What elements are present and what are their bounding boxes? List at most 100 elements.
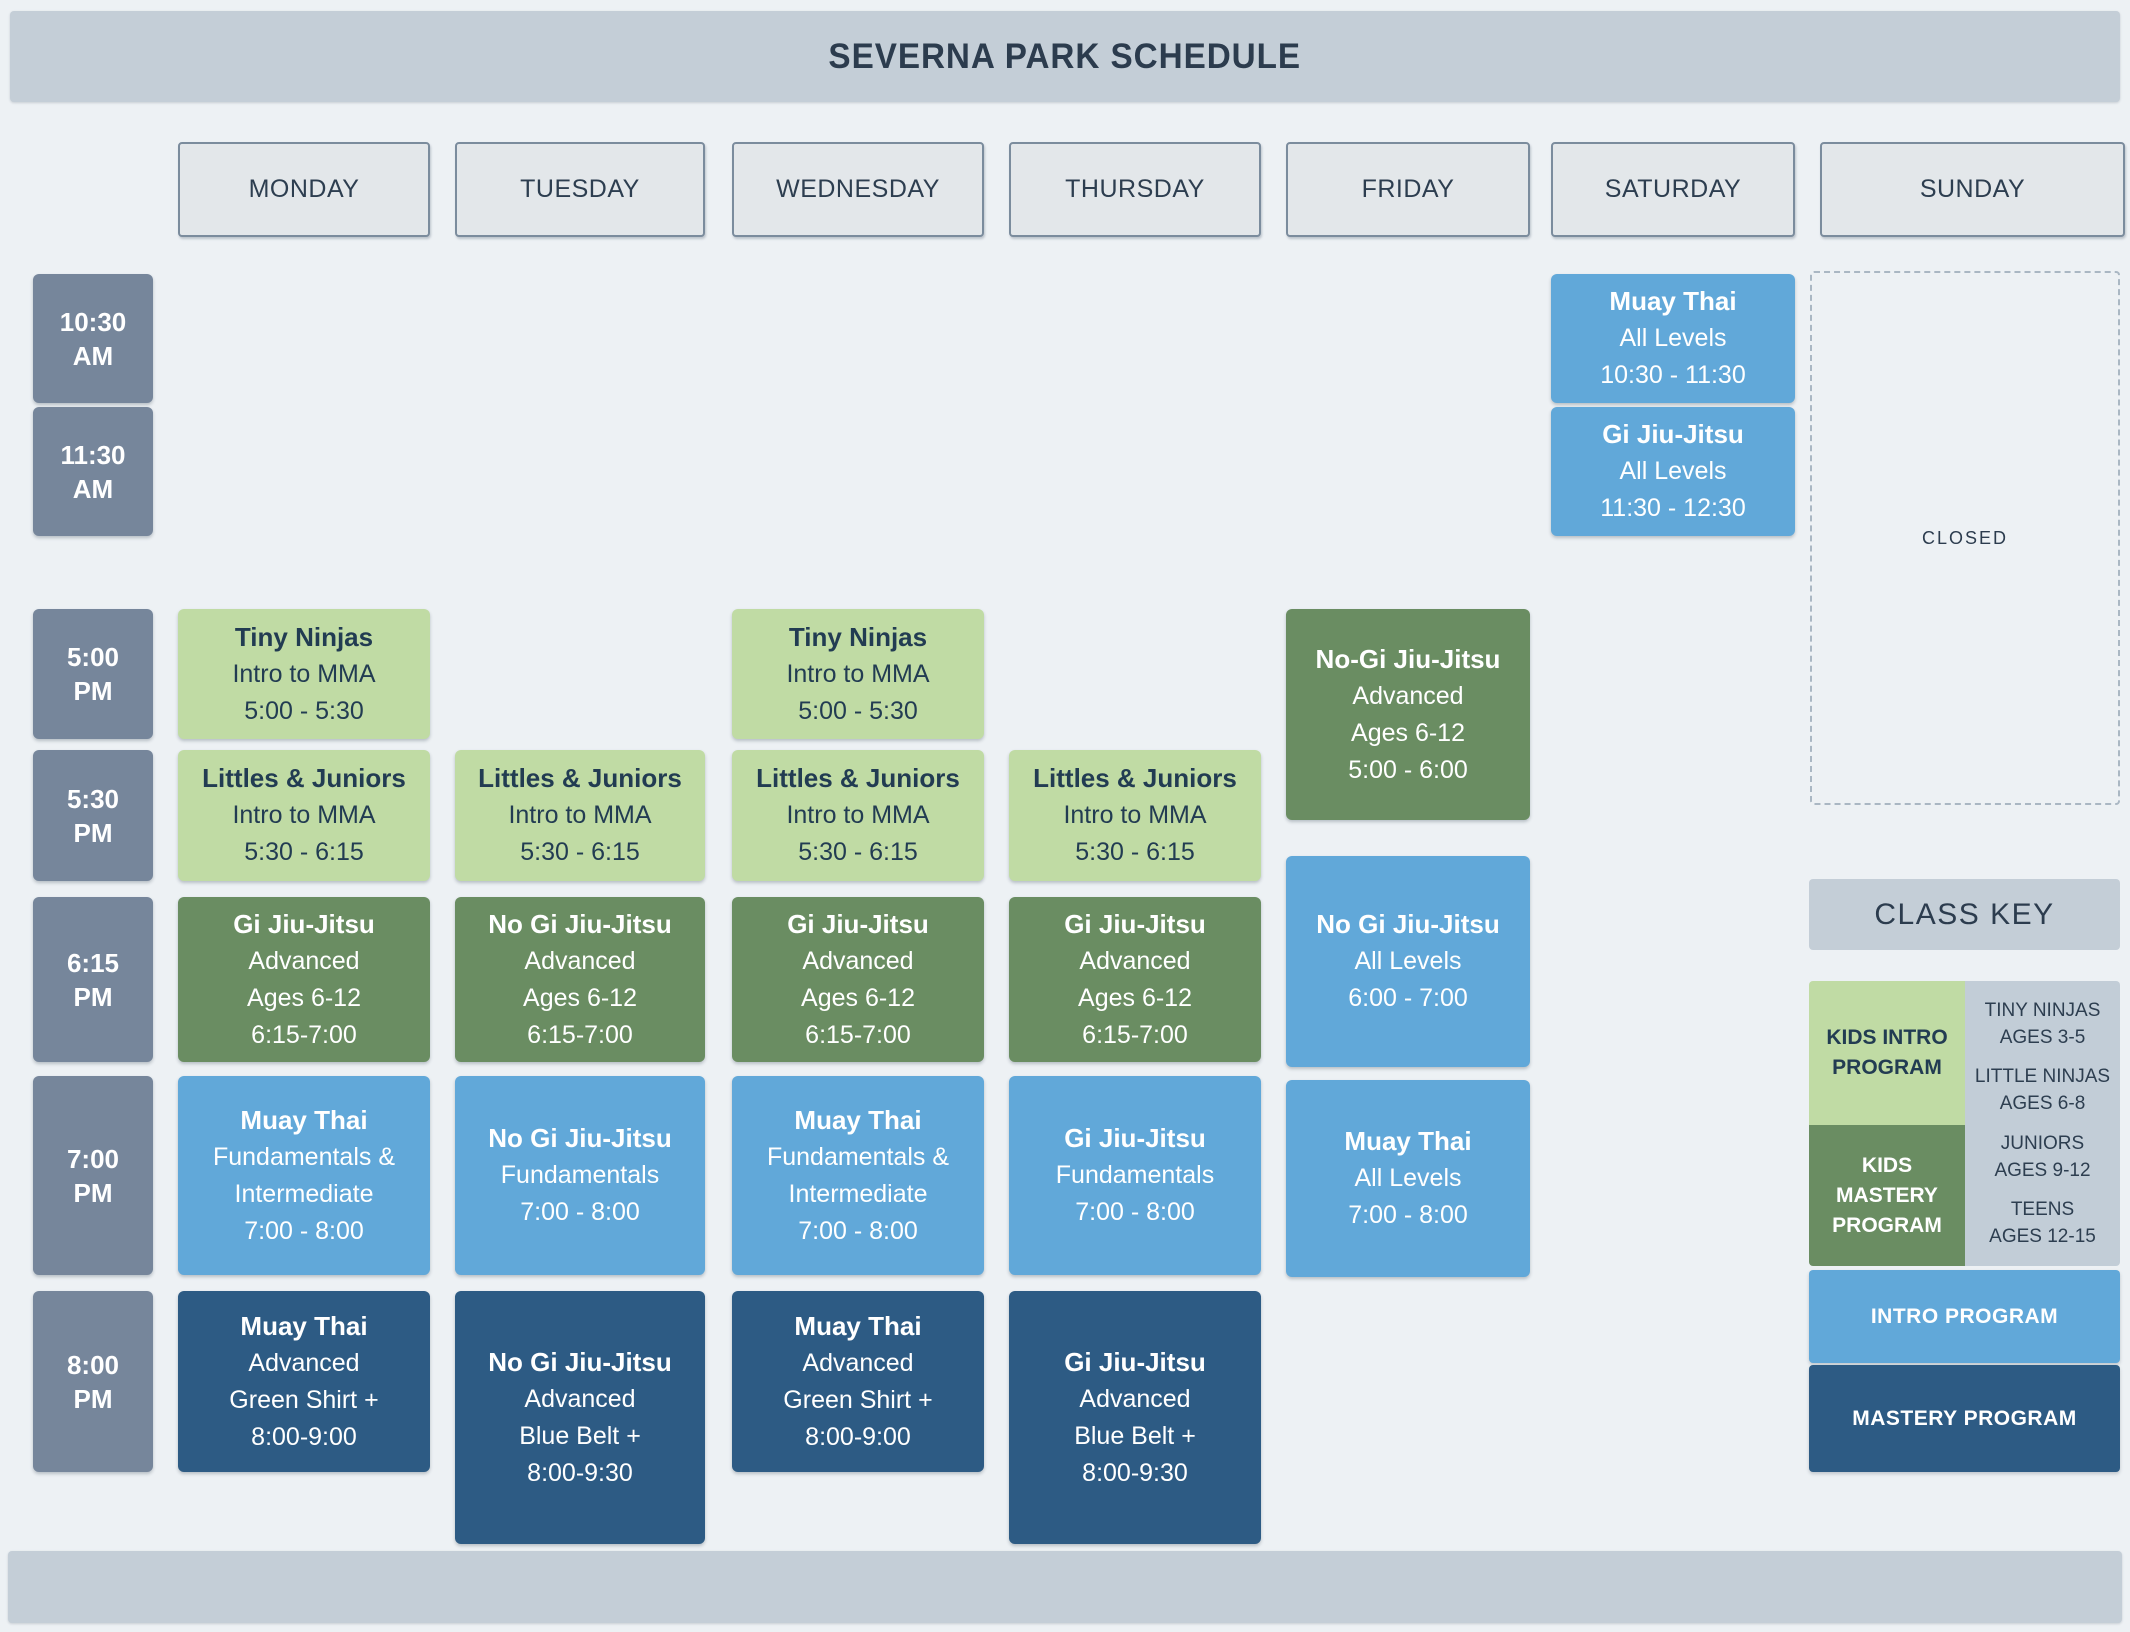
class-ages: Ages 6-12 <box>1351 718 1465 747</box>
class-program: Intro to MMA <box>1063 801 1207 829</box>
class-card-tuesday-littles-juniors: Littles & Juniors Intro to MMA 5:30 - 6:… <box>455 750 705 881</box>
class-time: 6:15-7:00 <box>805 1020 911 1049</box>
sunday-closed-box: CLOSED <box>1810 271 2120 805</box>
time-label-615pm: 6:15 PM <box>33 897 153 1062</box>
class-title: No Gi Jiu-Jitsu <box>488 1123 672 1153</box>
class-time: 7:00 - 8:00 <box>1348 1201 1468 1229</box>
class-card-friday-no-gi-all-levels: No Gi Jiu-Jitsu All Levels 6:00 - 7:00 <box>1286 856 1530 1067</box>
class-level: Advanced <box>248 946 360 975</box>
class-time: 6:15-7:00 <box>1082 1020 1188 1049</box>
class-ages: Ages 6-12 <box>1078 983 1192 1012</box>
class-card-saturday-gi-jiu-jitsu-all-levels: Gi Jiu-Jitsu All Levels 11:30 - 12:30 <box>1551 407 1795 536</box>
class-time: 11:30 - 12:30 <box>1600 494 1746 522</box>
class-title: Littles & Juniors <box>478 763 682 793</box>
class-title: No-Gi Jiu-Jitsu <box>1315 643 1501 674</box>
class-level: Fundamentals <box>500 1161 660 1189</box>
class-time: 5:00 - 6:00 <box>1348 755 1468 784</box>
class-card-thursday-gi-jiu-jitsu-fundamentals: Gi Jiu-Jitsu Fundamentals 7:00 - 8:00 <box>1009 1076 1261 1275</box>
time-label-1130am: 11:30 AM <box>33 407 153 536</box>
class-level: Advanced <box>524 946 636 975</box>
class-card-tuesday-no-gi-advanced-blue-belt: No Gi Jiu-Jitsu Advanced Blue Belt + 8:0… <box>455 1291 705 1544</box>
class-time: 6:15-7:00 <box>251 1020 357 1049</box>
time-label-500pm: 5:00 PM <box>33 609 153 739</box>
title-bar: SEVERNA PARK SCHEDULE <box>10 11 2120 102</box>
class-card-friday-muay-thai-all-levels: Muay Thai All Levels 7:00 - 8:00 <box>1286 1080 1530 1277</box>
age-group-name: TEENS <box>2010 1198 2075 1220</box>
class-title: Gi Jiu-Jitsu <box>1064 1346 1206 1377</box>
class-title: Gi Jiu-Jitsu <box>1602 419 1744 449</box>
age-group-range: AGES 9-12 <box>1994 1159 2091 1181</box>
key-age-groups-panel: TINY NINJAS AGES 3-5 LITTLE NINJAS AGES … <box>1965 981 2120 1266</box>
age-group-name: LITTLE NINJAS <box>1974 1066 2111 1088</box>
age-group-range: AGES 12-15 <box>1989 1225 2096 1247</box>
class-time: 5:30 - 6:15 <box>244 838 364 866</box>
class-level: Fundamentals & <box>212 1142 396 1171</box>
class-card-tuesday-no-gi-fundamentals: No Gi Jiu-Jitsu Fundamentals 7:00 - 8:00 <box>455 1076 705 1275</box>
class-card-monday-tiny-ninjas: Tiny Ninjas Intro to MMA 5:00 - 5:30 <box>178 609 430 739</box>
class-program: Intro to MMA <box>786 801 930 829</box>
class-time: 5:00 - 5:30 <box>244 696 364 725</box>
class-card-thursday-gi-jiu-jitsu-advanced-blue-belt: Gi Jiu-Jitsu Advanced Blue Belt + 8:00-9… <box>1009 1291 1261 1544</box>
class-level: Advanced <box>1079 1384 1191 1413</box>
time-label-800pm: 8:00 PM <box>33 1291 153 1472</box>
class-level: Advanced <box>524 1384 636 1413</box>
class-card-tuesday-no-gi-advanced: No Gi Jiu-Jitsu Advanced Ages 6-12 6:15-… <box>455 897 705 1062</box>
age-group-juniors: JUNIORS AGES 9-12 <box>1969 1130 2116 1184</box>
class-card-wednesday-gi-jiu-jitsu-advanced: Gi Jiu-Jitsu Advanced Ages 6-12 6:15-7:0… <box>732 897 984 1062</box>
class-title: Muay Thai <box>1344 1126 1472 1156</box>
class-level: All Levels <box>1619 457 1727 485</box>
class-title: Tiny Ninjas <box>788 621 928 652</box>
class-program: Intro to MMA <box>508 801 652 829</box>
age-group-name: JUNIORS <box>2000 1132 2085 1154</box>
class-level: All Levels <box>1619 324 1727 352</box>
class-level: Advanced <box>802 946 914 975</box>
class-level: Advanced <box>1079 946 1191 975</box>
class-title: No Gi Jiu-Jitsu <box>1316 909 1500 939</box>
class-title: Gi Jiu-Jitsu <box>1064 908 1206 939</box>
class-time: 7:00 - 8:00 <box>520 1198 640 1226</box>
key-kids-intro-program: KIDS INTRO PROGRAM <box>1809 981 1965 1125</box>
class-card-wednesday-littles-juniors: Littles & Juniors Intro to MMA 5:30 - 6:… <box>732 750 984 881</box>
class-rank: Blue Belt + <box>1074 1421 1196 1450</box>
class-time: 7:00 - 8:00 <box>1075 1198 1195 1226</box>
class-card-saturday-muay-thai-all-levels: Muay Thai All Levels 10:30 - 11:30 <box>1551 274 1795 403</box>
day-header-thursday: THURSDAY <box>1009 142 1261 237</box>
class-time: 6:15-7:00 <box>527 1020 633 1049</box>
class-card-monday-littles-juniors: Littles & Juniors Intro to MMA 5:30 - 6:… <box>178 750 430 881</box>
class-title: Littles & Juniors <box>202 763 406 793</box>
age-group-range: AGES 6-8 <box>1999 1093 2086 1115</box>
class-title: Littles & Juniors <box>1033 763 1237 793</box>
class-title: No Gi Jiu-Jitsu <box>488 1346 672 1377</box>
class-key-header: CLASS KEY <box>1809 879 2120 950</box>
class-card-monday-muay-thai-advanced: Muay Thai Advanced Green Shirt + 8:00-9:… <box>178 1291 430 1472</box>
class-time: 10:30 - 11:30 <box>1600 361 1746 389</box>
footer-bar <box>8 1551 2122 1623</box>
class-level: All Levels <box>1354 1164 1462 1192</box>
class-card-thursday-littles-juniors: Littles & Juniors Intro to MMA 5:30 - 6:… <box>1009 750 1261 881</box>
class-level: Fundamentals <box>1055 1161 1215 1189</box>
class-time: 7:00 - 8:00 <box>798 1216 918 1245</box>
class-title: Muay Thai <box>240 1104 368 1135</box>
class-rank: Green Shirt + <box>229 1385 379 1414</box>
age-group-teens: TEENS AGES 12-15 <box>1969 1196 2116 1250</box>
age-group-little-ninjas: LITTLE NINJAS AGES 6-8 <box>1969 1063 2116 1117</box>
class-title: Muay Thai <box>240 1310 368 1341</box>
class-level: Advanced <box>248 1348 360 1377</box>
class-time: 7:00 - 8:00 <box>244 1216 364 1245</box>
time-label-530pm: 5:30 PM <box>33 750 153 881</box>
age-group-name: TINY NINJAS <box>1984 1000 2101 1022</box>
class-program: Intro to MMA <box>786 659 930 688</box>
key-intro-program-bar: INTRO PROGRAM <box>1809 1270 2120 1363</box>
class-level: Advanced <box>802 1348 914 1377</box>
class-time: 8:00-9:00 <box>251 1422 357 1451</box>
class-title: Muay Thai <box>794 1104 922 1135</box>
class-program: Intro to MMA <box>232 801 376 829</box>
class-time: 8:00-9:30 <box>527 1458 633 1487</box>
class-level: Advanced <box>1352 681 1464 710</box>
class-level: All Levels <box>1354 947 1462 975</box>
class-title: Tiny Ninjas <box>234 621 374 652</box>
day-header-monday: MONDAY <box>178 142 430 237</box>
class-ages: Ages 6-12 <box>523 983 637 1012</box>
class-title: Gi Jiu-Jitsu <box>787 908 929 939</box>
